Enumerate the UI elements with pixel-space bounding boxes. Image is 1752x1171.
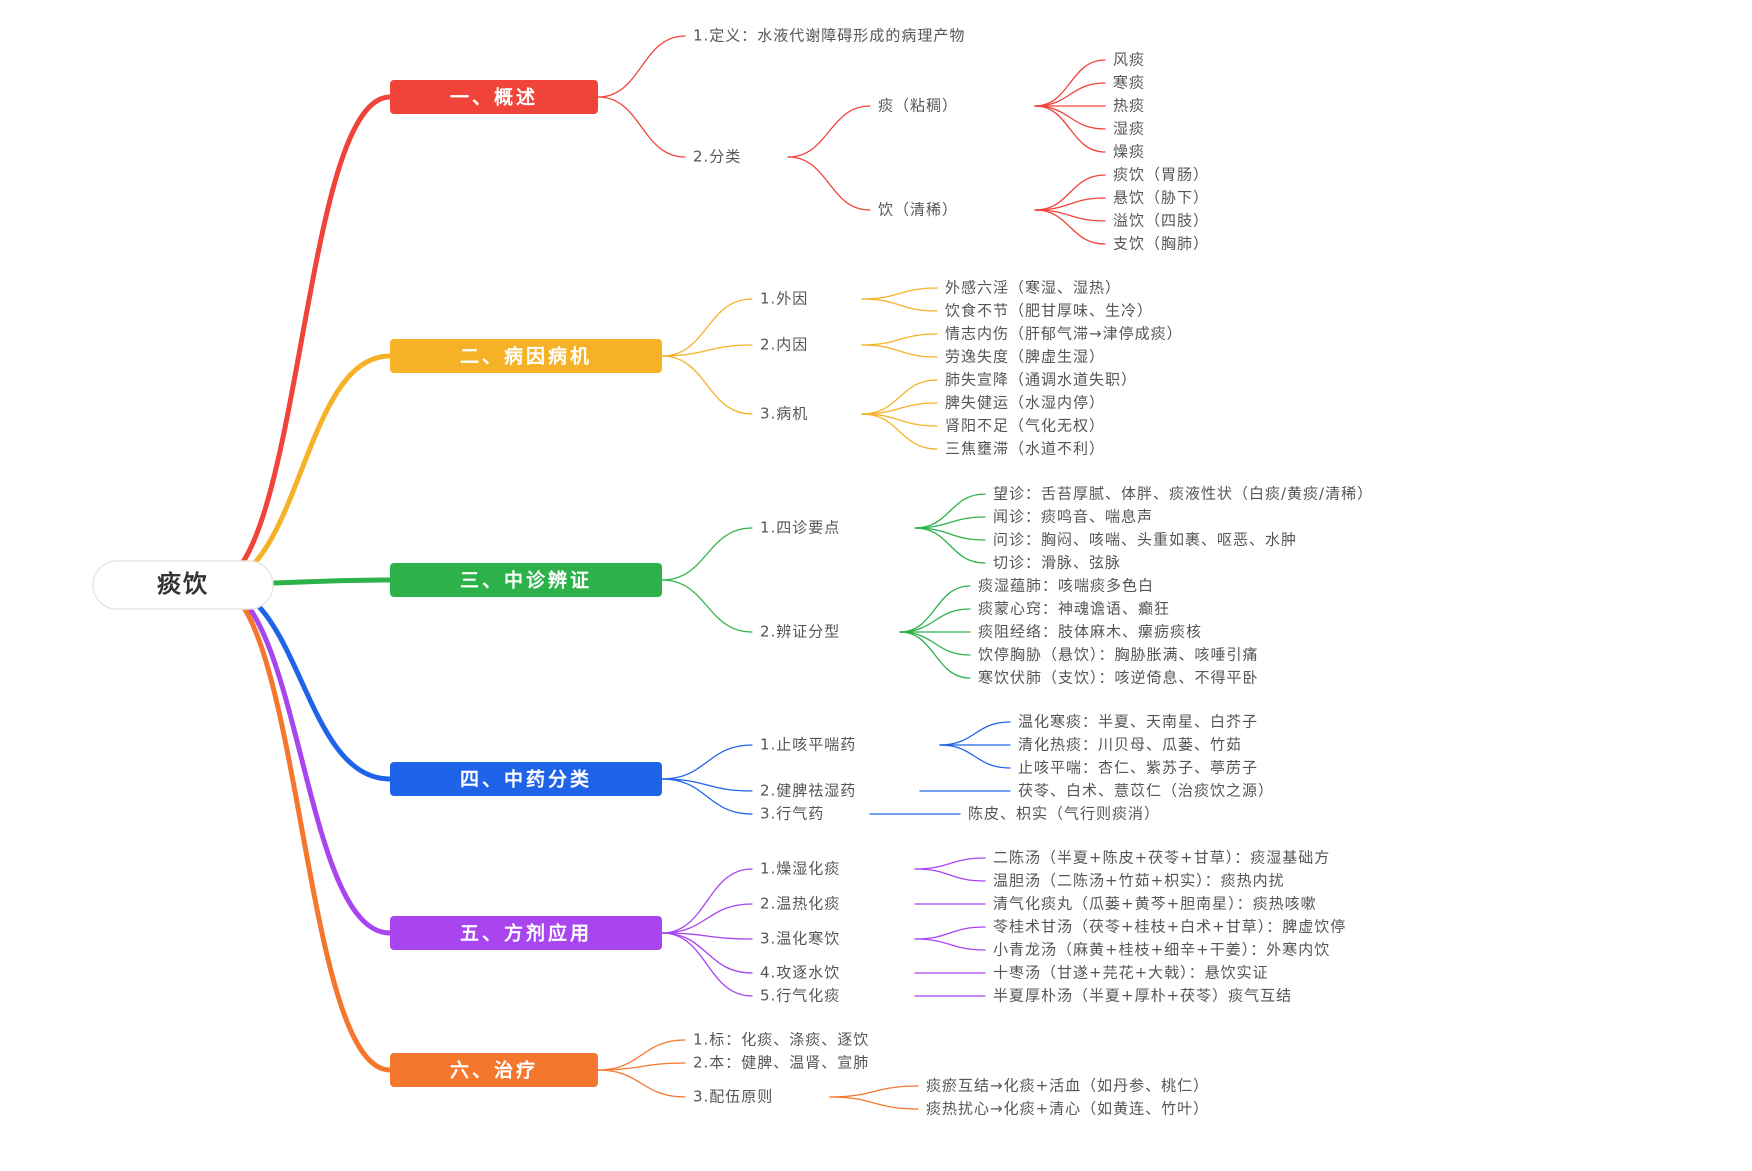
branch-6-label: 六、治疗 xyxy=(450,1059,538,1082)
branch-1-item-2-1: 痰（粘稠） xyxy=(878,97,958,115)
branch-3-item-2-5: 寒饮伏肺（支饮）：咳逆倚息、不得平卧 xyxy=(978,669,1259,687)
branch-5-item-2-1: 清气化痰丸（瓜蒌+黄芩+胆南星）：痰热咳嗽 xyxy=(993,895,1317,913)
branch-2-item-2-2: 劳逸失度（脾虚生湿） xyxy=(945,348,1105,366)
root-node[interactable] xyxy=(92,560,274,610)
branch-2-item-3: 3.病机 xyxy=(760,405,808,423)
branch-4-item-1-1: 温化寒痰：半夏、天南星、白芥子 xyxy=(1018,713,1258,731)
branch-6-item-3-1: 痰瘀互结→化痰+活血（如丹参、桃仁） xyxy=(926,1077,1209,1095)
branch-6-item-2: 2.本：健脾、温肾、宣肺 xyxy=(693,1054,869,1072)
branch-5-item-3: 3.温化寒饮 xyxy=(760,930,840,948)
branch-1-item-2-2-2: 悬饮（胁下） xyxy=(1113,189,1209,207)
root-node-label: 痰饮 xyxy=(157,570,209,598)
branch-4-item-2-1: 茯苓、白术、薏苡仁（治痰饮之源） xyxy=(1018,782,1274,800)
branch-4-item-1-2: 清化热痰：川贝母、瓜蒌、竹茹 xyxy=(1018,736,1242,754)
branch-5-node[interactable] xyxy=(390,916,662,950)
branch-6-item-3: 3.配伍原则 xyxy=(693,1088,773,1106)
branch-5-item-5-1: 半夏厚朴汤（半夏+厚朴+茯苓）痰气互结 xyxy=(993,987,1292,1005)
branch-5-item-3-1: 苓桂术甘汤（茯苓+桂枝+白术+甘草）：脾虚饮停 xyxy=(993,918,1346,936)
branch-3-item-1-3: 问诊：胸闷、咳喘、头重如裹、呕恶、水肿 xyxy=(993,531,1297,549)
branch-1-item-2-2-3: 溢饮（四肢） xyxy=(1113,212,1209,230)
branch-3-item-2-2: 痰蒙心窍：神魂谵语、癫狂 xyxy=(978,600,1170,618)
branch-6-item-1: 1.标：化痰、涤痰、逐饮 xyxy=(693,1031,869,1049)
branch-2-item-1: 1.外因 xyxy=(760,290,808,308)
branch-2-item-3-1: 肺失宣降（通调水道失职） xyxy=(945,371,1137,389)
branch-2-item-2-1: 情志内伤（肝郁气滞→津停成痰） xyxy=(945,325,1183,343)
branch-3-item-1-1: 望诊：舌苔厚腻、体胖、痰液性状（白痰/黄痰/清稀） xyxy=(993,485,1373,503)
branch-1-item-1: 1.定义：水液代谢障碍形成的病理产物 xyxy=(693,27,965,45)
branch-1-item-2-2-4: 支饮（胸肺） xyxy=(1113,235,1209,253)
branch-3-item-1-4: 切诊：滑脉、弦脉 xyxy=(993,554,1121,572)
branch-3-label: 三、中诊辨证 xyxy=(460,569,592,592)
branch-4-item-3-1: 陈皮、枳实（气行则痰消） xyxy=(968,805,1160,823)
branch-3-item-2-1: 痰湿蕴肺：咳喘痰多色白 xyxy=(978,577,1154,595)
branch-1-node[interactable] xyxy=(390,80,598,114)
branch-2-item-3-2: 脾失健运（水湿内停） xyxy=(945,394,1105,412)
branch-5-item-1-1: 二陈汤（半夏+陈皮+茯苓+甘草）：痰湿基础方 xyxy=(993,849,1330,867)
branch-2-item-3-4: 三焦壅滞（水道不利） xyxy=(945,440,1105,458)
branch-1-label: 一、概述 xyxy=(450,87,538,109)
branch-1-item-2-1-3: 热痰 xyxy=(1113,97,1145,115)
branch-3-item-2-4: 饮停胸胁（悬饮）：胸胁胀满、咳唾引痛 xyxy=(978,646,1259,664)
branch-4-label: 四、中药分类 xyxy=(460,768,592,791)
branch-6-node[interactable] xyxy=(390,1053,598,1087)
branch-2-item-3-3: 肾阳不足（气化无权） xyxy=(945,417,1105,435)
branch-1-item-2-1-5: 燥痰 xyxy=(1113,143,1145,161)
branch-4-node[interactable] xyxy=(390,762,662,796)
branch-2-node[interactable] xyxy=(390,339,662,373)
branch-1-item-2-1-2: 寒痰 xyxy=(1113,74,1145,92)
branch-2-label: 二、病因病机 xyxy=(460,345,592,368)
branch-1-item-2-1-4: 湿痰 xyxy=(1113,120,1145,138)
branch-2-item-1-2: 饮食不节（肥甘厚味、生冷） xyxy=(945,302,1153,320)
branch-1-item-2-2-1: 痰饮（胃肠） xyxy=(1113,166,1209,184)
branch-5-item-1: 1.燥湿化痰 xyxy=(760,860,840,878)
branch-3-item-1-2: 闻诊：痰鸣音、喘息声 xyxy=(993,508,1153,526)
branch-4-item-1: 1.止咳平喘药 xyxy=(760,736,856,754)
branch-3-item-2: 2.辨证分型 xyxy=(760,623,840,641)
branch-2-item-1-1: 外感六淫（寒湿、湿热） xyxy=(945,279,1121,297)
branch-1-item-2: 2.分类 xyxy=(693,148,741,166)
branch-1-item-2-2: 饮（清稀） xyxy=(878,201,958,219)
branch-3-item-2-3: 痰阻经络：肢体麻木、瘰疬痰核 xyxy=(978,623,1202,641)
branch-5-item-3-2: 小青龙汤（麻黄+桂枝+细辛+干姜）：外寒内饮 xyxy=(993,941,1330,959)
branch-3-node[interactable] xyxy=(390,563,662,597)
branch-2-item-2: 2.内因 xyxy=(760,336,808,354)
branch-4-item-1-3: 止咳平喘：杏仁、紫苏子、葶苈子 xyxy=(1018,759,1258,777)
branch-4-item-3: 3.行气药 xyxy=(760,805,824,823)
branch-3-item-1: 1.四诊要点 xyxy=(760,519,840,537)
branch-5-item-2: 2.温热化痰 xyxy=(760,895,840,913)
branch-5-label: 五、方剂应用 xyxy=(460,922,592,945)
branch-6-item-3-2: 痰热扰心→化痰+清心（如黄连、竹叶） xyxy=(926,1100,1209,1118)
branch-5-item-4-1: 十枣汤（甘遂+芫花+大戟）：悬饮实证 xyxy=(993,964,1269,982)
branch-4-item-2: 2.健脾祛湿药 xyxy=(760,782,856,800)
branch-5-item-5: 5.行气化痰 xyxy=(760,987,840,1005)
branch-1-item-2-1-1: 风痰 xyxy=(1113,51,1145,69)
branch-5-item-1-2: 温胆汤（二陈汤+竹茹+枳实）：痰热内扰 xyxy=(993,872,1285,890)
branch-5-item-4: 4.攻逐水饮 xyxy=(760,964,840,982)
